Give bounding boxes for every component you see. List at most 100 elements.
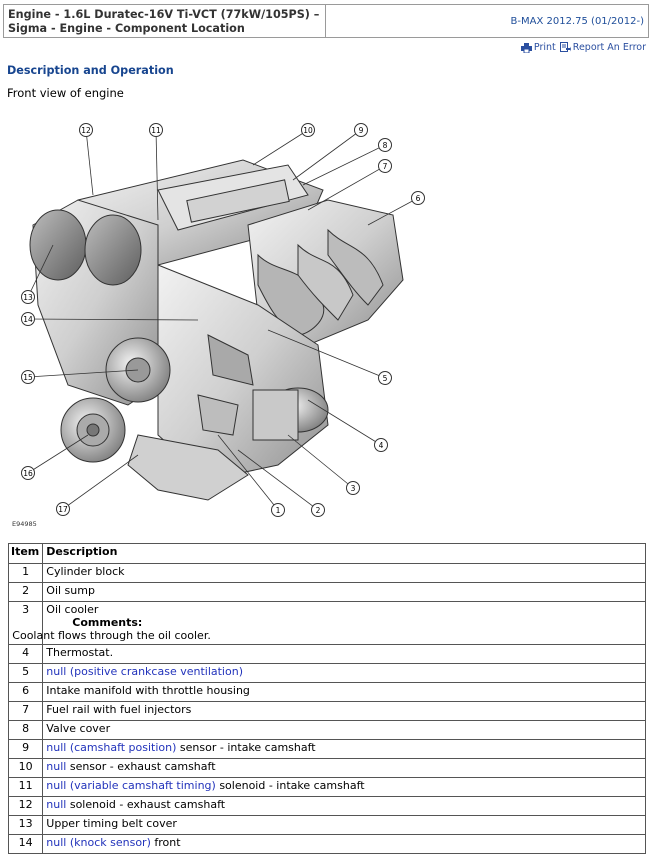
print-button[interactable]: Print (520, 42, 556, 53)
description-line: Thermostat. (46, 646, 113, 659)
description-text: Valve cover (46, 722, 111, 735)
column-header-item: Item (7, 543, 44, 564)
item-number: 5 (7, 663, 44, 683)
figure-caption: Front view of engine (7, 86, 124, 100)
item-description: null (knock sensor) front (42, 834, 646, 854)
item-description: Cylinder block (42, 563, 646, 583)
callout-13: 13 (21, 290, 35, 304)
item-number: 6 (7, 682, 44, 702)
description-text: sensor - exhaust camshaft (66, 760, 216, 773)
page-title-line1: Engine - 1.6L Duratec-16V Ti-VCT (77kW/1… (8, 8, 320, 21)
description-text: front (150, 836, 181, 849)
item-number: 10 (7, 758, 44, 778)
report-icon (559, 42, 571, 52)
description-link[interactable]: null (46, 798, 67, 811)
description-text: solenoid - exhaust camshaft (66, 798, 226, 811)
svg-text:16: 16 (23, 469, 33, 478)
svg-text:7: 7 (383, 162, 388, 171)
description-line: Upper timing belt cover (46, 817, 177, 830)
engine-drawing: 1 2 3 4 5 6 7 8 9 10 11 12 13 14 15 16 1… (21, 123, 425, 517)
svg-text:12: 12 (81, 126, 91, 135)
description-line: null (knock sensor) front (46, 836, 180, 849)
item-number: 9 (7, 739, 44, 759)
comments-label: Comments: (72, 616, 143, 629)
item-description: null sensor - exhaust camshaft (42, 758, 646, 778)
figure-code: E94985 (12, 520, 37, 528)
description-link[interactable]: null (camshaft position) (46, 741, 177, 754)
description-text: Oil sump (46, 584, 95, 597)
item-number: 2 (7, 582, 44, 602)
description-text: Cylinder block (46, 565, 125, 578)
callout-4: 4 (374, 438, 388, 452)
description-text: Thermostat. (46, 646, 114, 659)
page-title-line2: Sigma - Engine - Component Location (8, 22, 245, 35)
description-link[interactable]: null (positive crankcase ventilation) (46, 665, 243, 678)
description-line: Valve cover (46, 722, 110, 735)
item-description: Valve cover (42, 720, 646, 740)
svg-text:8: 8 (383, 141, 388, 150)
item-number: 14 (7, 834, 44, 854)
callout-15: 15 (21, 370, 35, 384)
description-line: Oil sump (46, 584, 95, 597)
engine-body (29, 159, 404, 501)
description-link[interactable]: null (46, 760, 67, 773)
description-line: Cylinder block (46, 565, 124, 578)
description-line: null (camshaft position) sensor - intake… (46, 741, 315, 754)
callout-7: 7 (378, 159, 392, 173)
callout-1: 1 (271, 503, 285, 517)
report-error-button[interactable]: Report An Error (559, 42, 646, 53)
svg-text:17: 17 (58, 505, 68, 514)
callout-17: 17 (56, 502, 70, 516)
description-link[interactable]: null (variable camshaft timing) (46, 779, 216, 792)
description-text: solenoid - intake camshaft (215, 779, 365, 792)
svg-text:14: 14 (23, 315, 33, 324)
callout-12: 12 (79, 123, 93, 137)
item-description: null (variable camshaft timing) solenoid… (42, 777, 646, 797)
page-header: Engine - 1.6L Duratec-16V Ti-VCT (77kW/1… (3, 4, 649, 38)
description-text: sensor - intake camshaft (176, 741, 316, 754)
table-header-row: Item Description (7, 543, 646, 564)
item-description: Upper timing belt cover (42, 815, 646, 835)
item-description: Intake manifold with throttle housing (42, 682, 646, 702)
callout-6: 6 (411, 191, 425, 205)
svg-text:1: 1 (276, 506, 281, 515)
engine-illustration: 1 2 3 4 5 6 7 8 9 10 11 12 13 14 15 16 1… (8, 105, 438, 530)
description-text: Oil cooler (46, 603, 99, 616)
description-line: null (variable camshaft timing) solenoid… (46, 779, 364, 792)
print-label: Print (533, 42, 556, 53)
item-number: 4 (7, 644, 44, 664)
svg-text:4: 4 (379, 441, 384, 450)
item-number: 1 (7, 563, 44, 583)
item-number: 7 (7, 701, 44, 721)
item-number: 3 (7, 601, 44, 645)
callout-8: 8 (378, 138, 392, 152)
description-line: null (positive crankcase ventilation) (46, 665, 243, 678)
description-text: Fuel rail with fuel injectors (46, 703, 192, 716)
description-text: Intake manifold with throttle housing (46, 684, 250, 697)
comment-text: Coolant flows through the oil cooler. (12, 629, 211, 642)
item-description: Fuel rail with fuel injectors (42, 701, 646, 721)
column-header-description: Description (42, 543, 646, 564)
svg-text:11: 11 (151, 126, 161, 135)
svg-text:2: 2 (316, 506, 321, 515)
toolbar: Print Report An Error (520, 42, 646, 53)
svg-text:15: 15 (23, 373, 33, 382)
report-label: Report An Error (572, 42, 646, 53)
svg-text:6: 6 (416, 194, 421, 203)
description-link[interactable]: null (knock sensor) (46, 836, 151, 849)
svg-text:5: 5 (383, 374, 388, 383)
